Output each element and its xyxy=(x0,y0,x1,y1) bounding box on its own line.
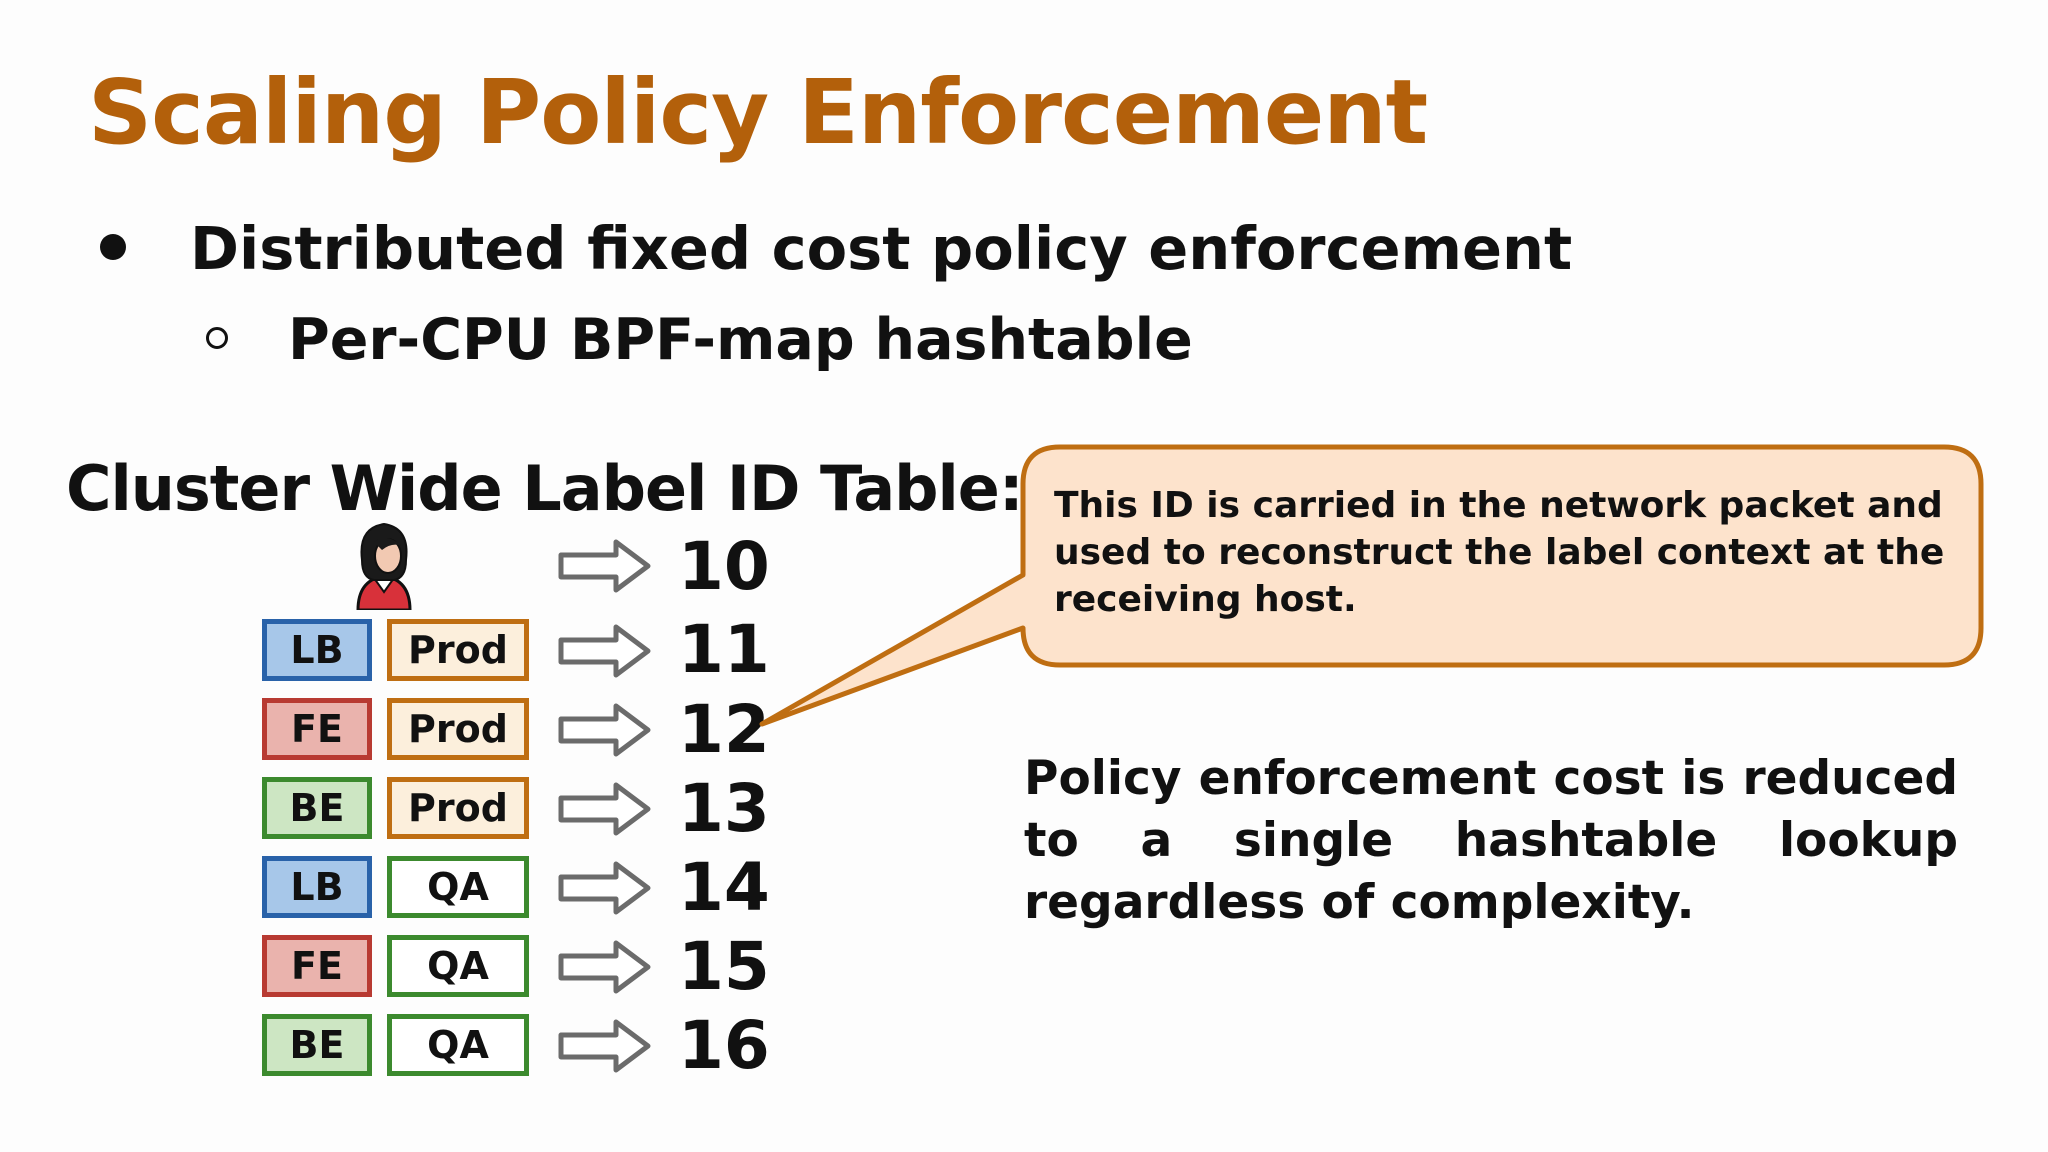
label-id-value: 12 xyxy=(678,691,770,768)
right-block-arrow-icon xyxy=(558,539,651,593)
right-block-arrow-icon xyxy=(558,940,651,994)
label-row: FE QA xyxy=(262,935,782,1003)
summary-text: Policy enforcement cost is reduced to a … xyxy=(1024,751,1958,930)
label-id-value: 10 xyxy=(678,528,770,605)
right-block-arrow-icon xyxy=(558,1019,651,1073)
right-block-arrow-icon xyxy=(558,861,651,915)
role-label-tag: LB xyxy=(262,856,372,918)
label-row: LB Prod xyxy=(262,619,782,687)
table-heading: Cluster Wide Label ID Table: xyxy=(66,452,1024,525)
callout-text: This ID is carried in the network packet… xyxy=(1054,485,1945,620)
right-block-arrow-icon xyxy=(558,782,651,836)
env-label-tag: QA xyxy=(387,856,529,918)
bullet-dot-icon xyxy=(100,233,126,260)
person-icon xyxy=(356,522,412,610)
label-row: BE Prod xyxy=(262,777,782,845)
env-label-tag: Prod xyxy=(387,619,529,681)
env-label-tag: Prod xyxy=(387,777,529,839)
label-id-value: 16 xyxy=(678,1007,770,1084)
right-block-arrow-icon xyxy=(558,703,651,757)
role-label-tag: BE xyxy=(262,1014,372,1076)
label-row: FE Prod xyxy=(262,698,782,766)
label-row: BE QA xyxy=(262,1014,782,1082)
bullet-text: Distributed fixed cost policy enforcemen… xyxy=(190,214,1573,283)
sub-bullet-item: Per-CPU BPF-map hashtable xyxy=(206,307,1193,373)
hollow-bullet-icon xyxy=(206,327,228,350)
role-label-tag: BE xyxy=(262,777,372,839)
slide-title: Scaling Policy Enforcement xyxy=(88,60,1428,164)
sub-bullet-text: Per-CPU BPF-map hashtable xyxy=(288,307,1193,373)
env-label-tag: Prod xyxy=(387,698,529,760)
role-label-tag: FE xyxy=(262,698,372,760)
right-block-arrow-icon xyxy=(558,624,651,678)
bullet-item: Distributed fixed cost policy enforcemen… xyxy=(100,214,1572,283)
env-label-tag: QA xyxy=(387,1014,529,1076)
role-label-tag: FE xyxy=(262,935,372,997)
env-label-tag: QA xyxy=(387,935,529,997)
role-label-tag: LB xyxy=(262,619,372,681)
label-id-value: 13 xyxy=(678,770,770,847)
label-id-value: 14 xyxy=(678,849,770,926)
label-id-value: 15 xyxy=(678,928,770,1005)
label-row: LB QA xyxy=(262,856,782,924)
label-id-value: 11 xyxy=(678,611,770,688)
